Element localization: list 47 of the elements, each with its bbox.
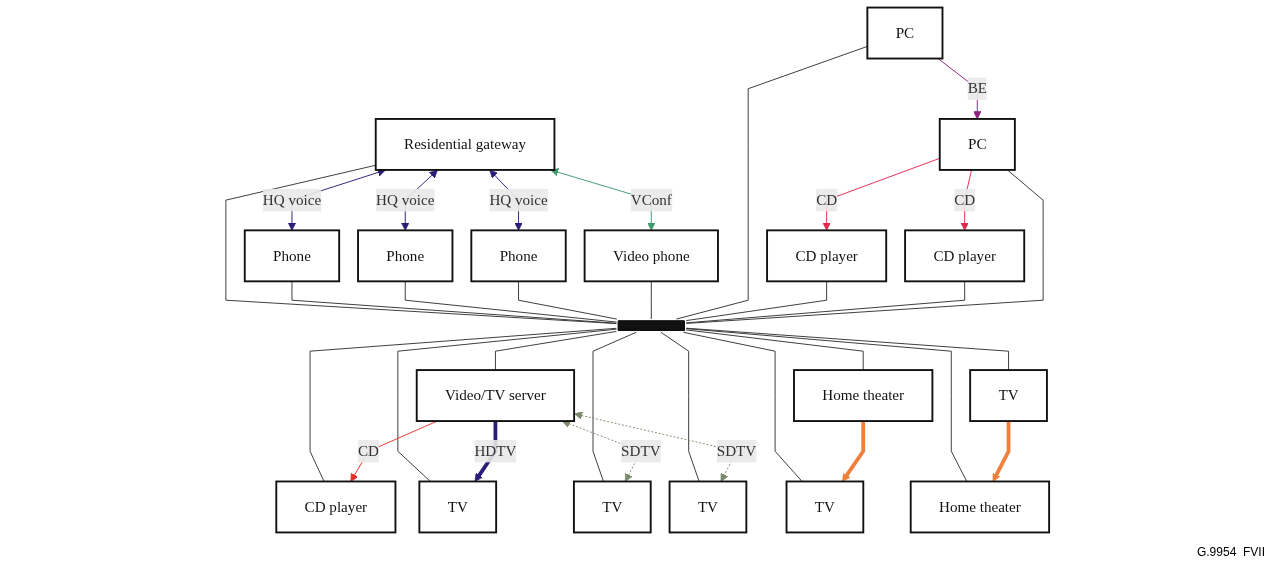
node-box: Phone bbox=[357, 229, 454, 283]
arrow bbox=[992, 421, 1011, 482]
edge-label: VConf bbox=[630, 191, 672, 208]
connector bbox=[592, 331, 637, 482]
node-box: Video/TV server bbox=[415, 369, 576, 422]
node-box: TV bbox=[785, 480, 865, 534]
connector bbox=[685, 329, 864, 371]
arrow bbox=[842, 421, 866, 482]
connector bbox=[291, 280, 617, 324]
connector bbox=[685, 327, 1009, 371]
node-box: TV bbox=[668, 480, 748, 534]
edge-label: HQ voice bbox=[376, 191, 435, 208]
node-box: TV bbox=[572, 480, 652, 534]
node-box: Phone bbox=[243, 229, 341, 283]
edge-label: CD bbox=[816, 191, 838, 208]
connector bbox=[685, 280, 966, 324]
figure-number: G.9954 FVII bbox=[1196, 545, 1265, 559]
node-box: CD player bbox=[275, 480, 397, 534]
edge-label: HQ voice bbox=[489, 191, 548, 208]
node-box: PC bbox=[938, 118, 1016, 171]
node-box: Phone bbox=[470, 229, 567, 283]
node-box: TV bbox=[969, 369, 1048, 422]
node-box: TV bbox=[418, 480, 498, 534]
edge-label: BE bbox=[967, 80, 987, 97]
edge-label: SDTV bbox=[621, 442, 661, 459]
node-box: CD player bbox=[904, 229, 1026, 283]
node-box: PC bbox=[866, 6, 944, 60]
connector bbox=[225, 164, 617, 325]
node-box: Residential gateway bbox=[374, 118, 556, 171]
node-box: Video phone bbox=[583, 229, 719, 283]
edge-label: SDTV bbox=[716, 442, 757, 459]
node-box: Home theater bbox=[909, 480, 1051, 534]
connector bbox=[685, 328, 968, 482]
connector bbox=[660, 331, 700, 482]
connector bbox=[518, 280, 618, 320]
edge-label: CD bbox=[954, 191, 976, 208]
edge-label: CD bbox=[357, 442, 379, 459]
edge-label: HQ voice bbox=[262, 191, 322, 208]
connector bbox=[404, 280, 617, 323]
connector bbox=[682, 331, 803, 482]
connector bbox=[650, 280, 652, 320]
edge-label: HDTV bbox=[474, 442, 517, 459]
connector bbox=[685, 280, 828, 322]
connector bbox=[675, 45, 868, 320]
connector bbox=[494, 330, 617, 371]
node-box: CD player bbox=[766, 229, 888, 283]
node-box: Home theater bbox=[793, 369, 934, 422]
